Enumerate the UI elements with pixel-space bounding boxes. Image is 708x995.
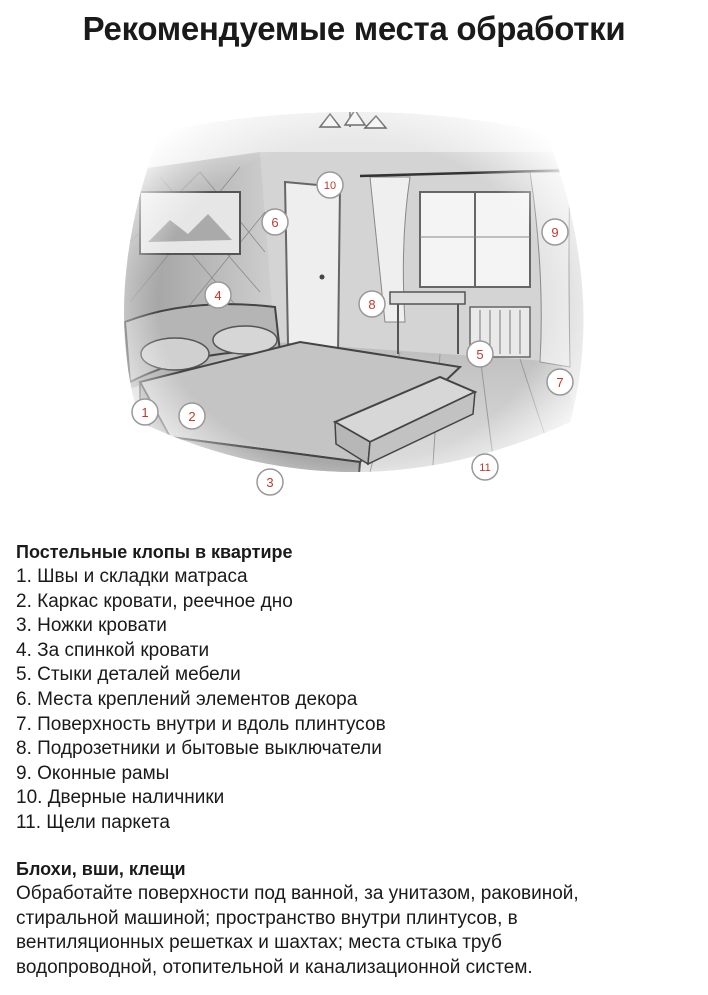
list-item: 10. Дверные наличники (16, 787, 225, 809)
list-item: 5. Стыки деталей мебели (16, 664, 241, 686)
page-title: Рекомендуемые места обработки (82, 10, 626, 47)
list-item: 3. Ножки кровати (16, 615, 167, 637)
marker-1-label: 1 (141, 405, 148, 420)
other-pests-heading: Блохи, вши, клещи (16, 859, 186, 879)
marker-9-label: 9 (551, 225, 558, 240)
text-line: вентиляционных решетках и шахтах; места … (16, 932, 502, 954)
list-item: 11. Щели паркета (16, 811, 170, 833)
marker-1: 1 (131, 398, 159, 426)
marker-10-label: 10 (324, 180, 336, 192)
list-item: 7. Поверхность внутри и вдоль плинтусов (16, 713, 386, 735)
list-item: 2. Каркас кровати, реечное дно (16, 590, 293, 612)
text-line: Обработайте поверхности под ванной, за у… (16, 883, 579, 904)
marker-3: 3 (256, 468, 284, 496)
marker-5: 5 (466, 340, 494, 368)
other-pests-text: Обработайте поверхности под ванной, за у… (16, 882, 696, 980)
marker-7-label: 7 (556, 375, 563, 390)
marker-10: 10 (316, 171, 344, 199)
marker-7: 7 (546, 368, 574, 396)
marker-6: 6 (261, 208, 289, 236)
marker-8-label: 8 (368, 297, 375, 312)
marker-4: 4 (204, 281, 232, 309)
list-item: 6. Места креплений элементов декора (16, 688, 358, 710)
list-item: 4. За спинкой кровати (16, 639, 210, 661)
list-item: 9. Оконные рамы (16, 762, 170, 784)
marker-5-label: 5 (476, 347, 483, 362)
other-pests-section: Блохи, вши, клещи Обработайте поверхност… (16, 858, 696, 980)
marker-4-label: 4 (214, 288, 221, 303)
marker-11-label: 11 (479, 462, 490, 474)
marker-2: 2 (178, 402, 206, 430)
list-item: 1. Швы и складки матраса (16, 566, 248, 587)
bedbugs-list: 1. Швы и складки матраса 2. Каркас крова… (16, 565, 696, 836)
marker-2-label: 2 (188, 409, 195, 424)
bedroom-illustration: 1 2 3 4 5 6 7 8 9 10 11 (100, 92, 606, 512)
marker-11: 11 (471, 453, 499, 481)
marker-6-label: 6 (271, 215, 278, 230)
marker-8: 8 (358, 290, 386, 318)
marker-9: 9 (541, 218, 569, 246)
list-item: 8. Подрозетники и бытовые выключатели (16, 738, 382, 760)
text-line: водопроводной, отопительной и канализаци… (16, 956, 533, 978)
marker-3-label: 3 (266, 475, 273, 490)
bedbugs-section: Постельные клопы в квартире 1. Швы и скл… (16, 541, 696, 836)
text-line: стиральной машиной; пространство внутри … (16, 907, 518, 929)
bedbugs-heading: Постельные клопы в квартире (16, 542, 293, 562)
